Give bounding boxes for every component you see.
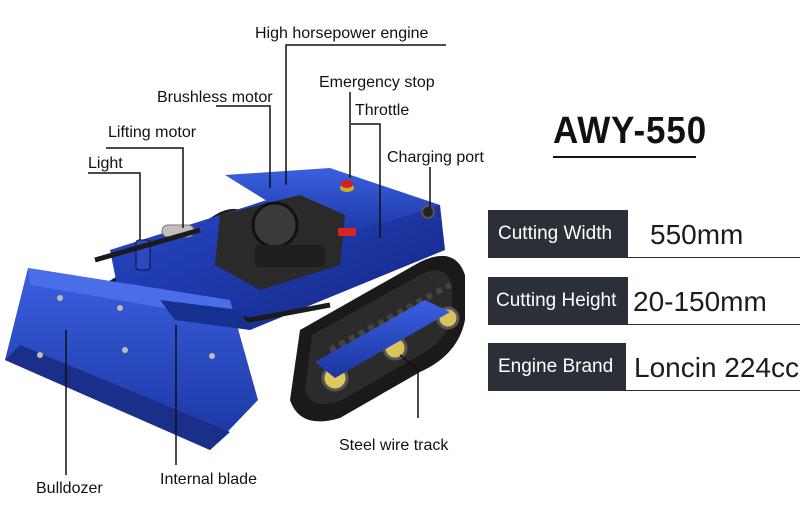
charging-port-icon xyxy=(421,205,435,219)
label-charging-port: Charging port xyxy=(387,149,484,166)
spec-value: 20-150mm xyxy=(633,286,767,317)
steel-wire-track-icon xyxy=(290,255,465,422)
label-bulldozer: Bulldozer xyxy=(36,480,103,497)
spec-value: 550mm xyxy=(650,219,744,250)
title-underline xyxy=(553,156,696,158)
engine-icon xyxy=(215,195,345,290)
spec-divider xyxy=(488,257,800,258)
internal-blade-icon xyxy=(160,300,250,330)
spec-row-cutting-height: Cutting Height 20-150mm xyxy=(488,277,800,325)
label-high-horsepower-engine: High horsepower engine xyxy=(255,25,429,42)
spec-divider xyxy=(488,390,800,391)
label-emergency-stop: Emergency stop xyxy=(319,74,435,91)
spec-key: Cutting Width xyxy=(488,210,628,258)
callout-lines xyxy=(65,44,446,475)
label-steel-wire-track: Steel wire track xyxy=(339,437,449,454)
spec-divider xyxy=(488,324,800,325)
spec-row-cutting-width: Cutting Width 550mm xyxy=(488,210,800,258)
spec-value: Loncin 224cc xyxy=(634,352,800,383)
throttle-icon xyxy=(338,228,356,236)
label-throttle: Throttle xyxy=(355,102,410,119)
spec-key: Engine Brand xyxy=(488,343,626,391)
label-brushless-motor: Brushless motor xyxy=(157,89,273,106)
model-title: AWY-550 xyxy=(553,110,708,152)
label-light: Light xyxy=(88,155,123,172)
spec-row-engine-brand: Engine Brand Loncin 224cc xyxy=(488,343,800,391)
spec-key: Cutting Height xyxy=(488,277,628,325)
emergency-stop-icon xyxy=(340,180,354,192)
label-internal-blade: Internal blade xyxy=(160,471,257,488)
label-lifting-motor: Lifting motor xyxy=(108,124,197,141)
